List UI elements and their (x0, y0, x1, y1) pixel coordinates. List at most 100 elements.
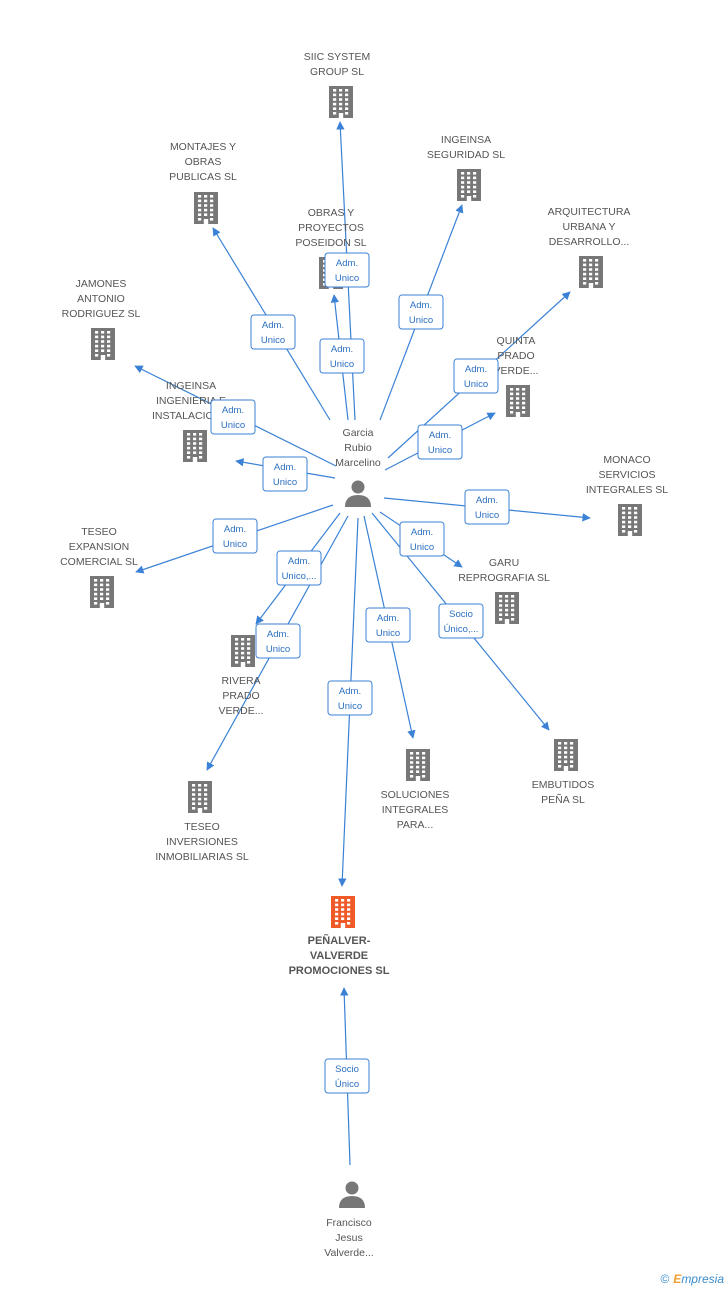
building-icon[interactable] (194, 192, 218, 224)
edge-label-garcia-embutidos[interactable]: SocioÚnico,... (438, 603, 484, 639)
building-icon[interactable] (183, 430, 207, 462)
window (634, 507, 638, 510)
window (589, 268, 593, 271)
window (595, 277, 599, 280)
building-icon[interactable] (457, 169, 481, 201)
edge-label-text: Unico (223, 539, 247, 550)
window (210, 218, 214, 221)
window (192, 797, 196, 801)
brand-logo[interactable]: Empresia (673, 1272, 724, 1286)
window (95, 331, 99, 334)
building-icon[interactable] (188, 781, 212, 813)
node-label: PEÑA SL (541, 793, 585, 806)
edge-label-garcia-ingeinsa_ing[interactable]: Adm.Unico (262, 456, 308, 492)
building-icon[interactable] (90, 576, 114, 608)
window (583, 272, 587, 276)
edge-label-text: Adm. (288, 556, 310, 567)
window (416, 756, 420, 760)
edge-label-box (438, 603, 484, 639)
window (345, 112, 349, 115)
window (505, 595, 509, 598)
window (511, 613, 515, 616)
window (204, 793, 208, 796)
building-icon[interactable] (554, 739, 578, 771)
window (461, 190, 465, 193)
window (558, 755, 562, 759)
window (467, 176, 471, 180)
person-icon[interactable] (345, 480, 371, 508)
edge-label-garcia-penalver[interactable]: Adm.Unico (327, 680, 373, 716)
building-icon[interactable] (506, 385, 530, 417)
window (193, 451, 197, 454)
edge-label-garcia-jamones[interactable]: Adm.Unico (210, 399, 256, 435)
node-label: EXPANSION (69, 541, 130, 553)
window (622, 511, 626, 515)
building-icon[interactable] (91, 328, 115, 360)
window (511, 595, 515, 598)
window (564, 760, 568, 763)
node-quinta[interactable]: QUINTAPRADOVERDE... (494, 335, 539, 417)
window (473, 172, 477, 175)
node-francisco[interactable]: FranciscoJesusValverde... (324, 1181, 374, 1260)
edge-label-text: Unico (221, 420, 245, 431)
window (204, 784, 208, 787)
window (341, 908, 345, 911)
window (95, 344, 99, 348)
edge-label-garcia-garu[interactable]: Adm.Unico (399, 521, 445, 557)
window (347, 903, 351, 907)
edge-label-garcia-ingeinsa_seg[interactable]: Adm.Unico (398, 294, 444, 330)
edge-label-garcia-monaco[interactable]: Adm.Unico (464, 489, 510, 525)
edge-label-garcia-quinta[interactable]: Adm.Unico (417, 424, 463, 460)
building-icon[interactable] (331, 896, 355, 928)
edge-label-text: Unico (475, 510, 499, 521)
building-icon[interactable] (579, 256, 603, 288)
edge-label-garcia-montajes[interactable]: Adm.Unico (250, 314, 296, 350)
node-soluciones[interactable]: SOLUCIONESINTEGRALESPARA... (381, 749, 450, 831)
node-label: PROMOCIONES SL (289, 965, 390, 977)
window (595, 263, 599, 267)
window (210, 213, 214, 216)
window (510, 411, 514, 414)
edge-label-garcia-arquitectura[interactable]: Adm.Unico (453, 358, 499, 394)
node-rivera[interactable]: RIVERAPRADOVERDE... (219, 635, 264, 717)
window (347, 899, 351, 902)
window (94, 588, 98, 591)
edge-label-garcia-siic[interactable]: Adm.Unico (324, 252, 370, 288)
door (240, 662, 246, 667)
edge-label-garcia-soluciones[interactable]: Adm.Unico (365, 607, 411, 643)
building-icon[interactable] (231, 635, 255, 667)
building-icon[interactable] (618, 504, 642, 536)
edge-label-garcia-teseo_exp[interactable]: Adm.Unico (212, 518, 258, 554)
edge-label-garcia-rivera[interactable]: Adm.Unico,... (276, 550, 322, 586)
window (505, 608, 509, 612)
window (247, 638, 251, 641)
node-label: MONACO (603, 454, 650, 466)
window (522, 388, 526, 391)
building-icon[interactable] (406, 749, 430, 781)
edge-label-garcia-obras[interactable]: Adm.Unico (319, 338, 365, 374)
edge-label-garcia-teseo_inv[interactable]: Adm.Unico (255, 623, 301, 659)
window (516, 388, 520, 391)
edge-label-text: Unico (330, 359, 354, 370)
node-label: SOLUCIONES (381, 789, 450, 801)
window (467, 181, 471, 184)
building-icon[interactable] (329, 86, 353, 118)
window (199, 442, 203, 445)
window (461, 172, 465, 175)
person-icon[interactable] (339, 1181, 365, 1209)
building-icon[interactable] (495, 592, 519, 624)
